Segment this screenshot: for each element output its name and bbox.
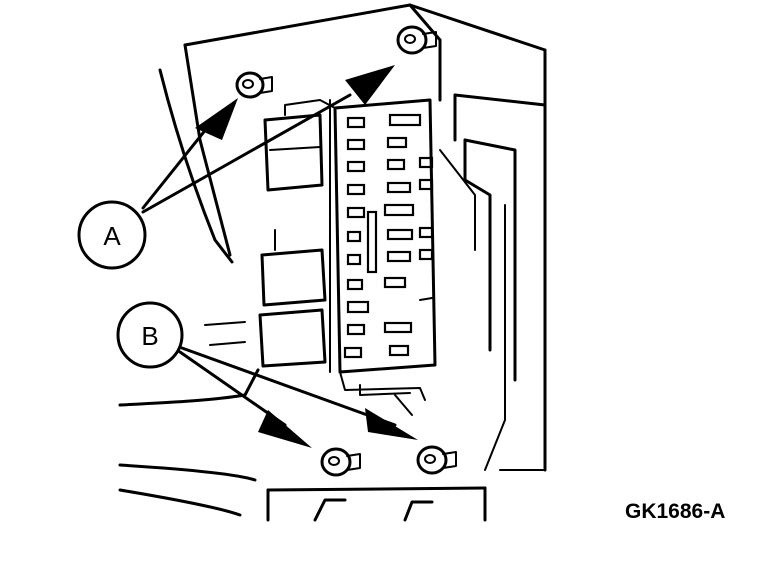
fuse-slot — [418, 248, 434, 261]
fuse-slot — [343, 346, 363, 359]
arrow-icon — [365, 408, 418, 440]
fuse-slot — [386, 158, 406, 171]
fuse-slot — [346, 230, 362, 243]
nut-icon — [235, 71, 273, 99]
fuse-slot — [346, 278, 364, 291]
nut-icon — [396, 25, 437, 55]
fuse-slot — [383, 203, 415, 217]
relay-middle — [260, 229, 327, 307]
fuse-slot — [386, 250, 412, 263]
fuse-slot — [346, 300, 370, 314]
fuse-slot — [366, 210, 378, 274]
fuse-slot — [386, 136, 408, 149]
fuse-slot — [388, 344, 410, 357]
fuse-slot — [346, 138, 366, 151]
fuse-slot — [418, 156, 434, 169]
callout-a: A — [77, 200, 147, 270]
panel-housing — [158, 3, 547, 472]
fuse-slot — [346, 160, 366, 173]
callout-a-label: A — [103, 221, 121, 251]
fuse-slot — [388, 113, 422, 127]
fuse-slot — [383, 276, 407, 289]
relay-upper — [263, 99, 336, 192]
arrow-icon — [195, 98, 238, 140]
fuse-slots — [343, 113, 434, 359]
fuse-slot — [346, 323, 366, 336]
fuse-slot — [418, 178, 434, 191]
fuse-slot — [418, 226, 434, 239]
relay-lower — [258, 308, 327, 368]
lower-structure — [118, 321, 487, 522]
nut-icon — [416, 445, 457, 475]
fuse-slot — [346, 253, 362, 266]
nut-icon — [320, 447, 361, 477]
callout-b: B — [116, 301, 184, 369]
fuse-slot — [346, 183, 366, 196]
fuse-block — [329, 98, 437, 416]
arrow-icon — [345, 65, 395, 105]
fuse-slot — [346, 206, 366, 219]
fuse-slot — [383, 321, 413, 334]
fuse-slot — [346, 116, 366, 129]
fuse-slot — [386, 181, 412, 194]
arrow-icon — [258, 410, 312, 448]
side-latch — [439, 138, 517, 471]
arrowheads — [195, 65, 418, 448]
fuse-slot — [386, 228, 414, 241]
callout-b-label: B — [141, 321, 158, 351]
figure-id: GK1686-A — [625, 500, 725, 523]
